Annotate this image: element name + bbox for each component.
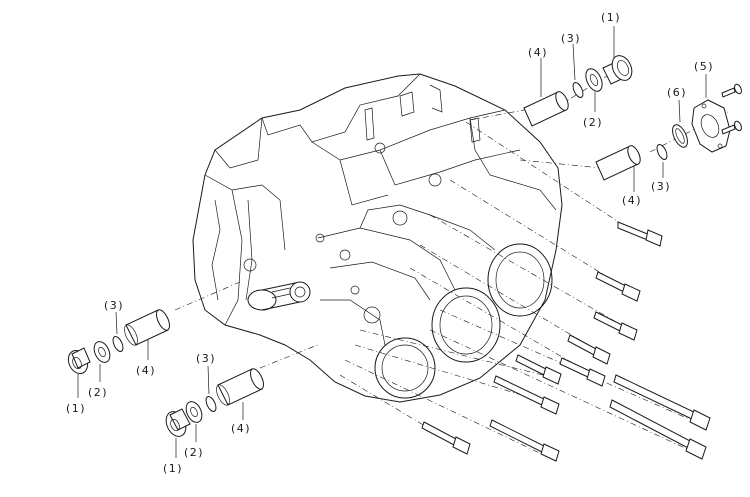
service-hole-plug-top xyxy=(602,55,633,85)
bolt xyxy=(515,354,562,385)
crankcase-bolts xyxy=(421,221,711,462)
assembly-center-lines xyxy=(174,67,729,459)
callout-labels: (1) (3) (4) (2) (5) (6) (3) (4) (3) (2) … xyxy=(66,11,714,475)
callout-3: (3) xyxy=(196,352,216,365)
bolt xyxy=(559,357,606,387)
callout-3: (3) xyxy=(104,299,124,312)
circlip-top xyxy=(572,82,584,98)
circlip-right xyxy=(656,144,668,160)
callout-4: (4) xyxy=(231,422,251,435)
callout-1: (1) xyxy=(66,402,86,415)
cover-screw xyxy=(721,120,742,135)
callout-2: (2) xyxy=(184,446,204,459)
service-hole-cover xyxy=(691,99,731,153)
callout-1: (1) xyxy=(601,11,621,24)
o-ring xyxy=(672,124,688,148)
bolt xyxy=(613,374,711,431)
bolt xyxy=(617,221,663,247)
bolt xyxy=(489,419,560,462)
callout-5: (5) xyxy=(694,60,714,73)
service-hole-plug-left xyxy=(67,347,91,375)
washer-top xyxy=(585,68,603,92)
callout-3: (3) xyxy=(651,180,671,193)
circlip-bottom xyxy=(205,396,217,412)
washer-left xyxy=(93,341,111,363)
crankshaft-end xyxy=(247,281,311,311)
circlip-left xyxy=(112,336,124,352)
cover-screw xyxy=(721,83,742,98)
callout-6: (6) xyxy=(667,86,687,99)
piston-pin-right xyxy=(595,145,641,181)
bolt xyxy=(567,334,611,365)
callout-4: (4) xyxy=(528,46,548,59)
callout-4: (4) xyxy=(622,194,642,207)
bolt xyxy=(609,399,707,460)
bolt xyxy=(595,271,641,302)
piston-pin-left xyxy=(124,309,170,346)
bolt xyxy=(593,311,638,341)
bolt xyxy=(421,421,471,455)
callout-3: (3) xyxy=(561,32,581,45)
callout-1: (1) xyxy=(163,462,183,475)
callout-4: (4) xyxy=(136,364,156,377)
callout-2: (2) xyxy=(88,386,108,399)
leader-lines xyxy=(77,26,707,458)
washer-bottom xyxy=(185,401,203,423)
crankcase-body xyxy=(192,73,563,403)
bolt xyxy=(493,375,560,415)
service-hole-plug-bottom xyxy=(165,408,191,437)
piston-pin-bottom xyxy=(216,368,264,406)
piston-pin-top xyxy=(523,91,569,127)
callout-2: (2) xyxy=(583,116,603,129)
